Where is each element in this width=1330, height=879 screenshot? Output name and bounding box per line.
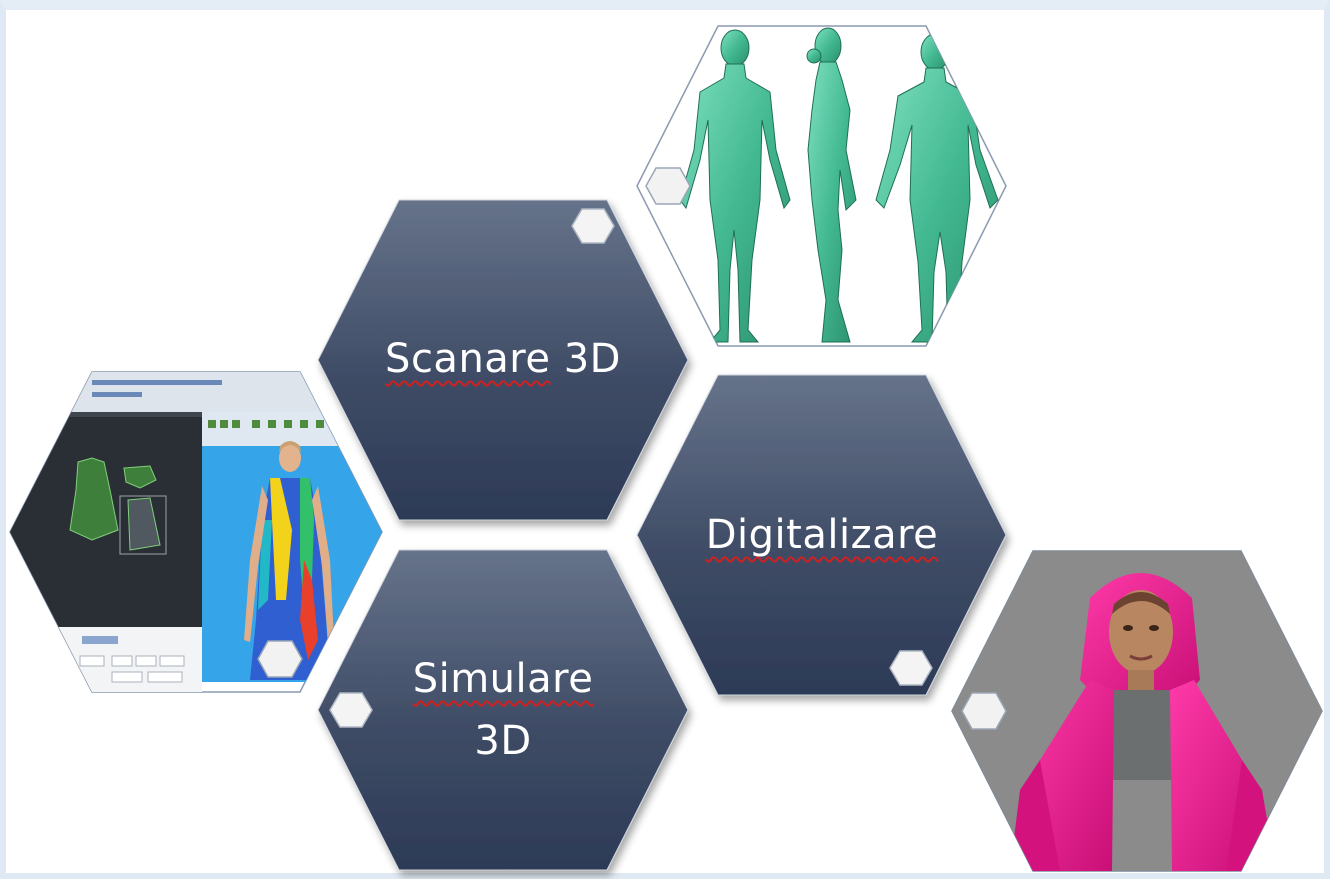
hex-badge: [571, 208, 615, 244]
label-scanare-suffix: 3D: [550, 336, 621, 382]
avatar-image: [951, 550, 1323, 872]
hex-badge: [329, 692, 373, 728]
hex-badge: [645, 167, 691, 205]
label-simulare-word: Simulare: [412, 656, 594, 702]
body-scan-image: [636, 25, 1007, 347]
label-simulare-line2: 3D: [474, 718, 532, 764]
hexagon-scanare-3d: [317, 199, 689, 521]
label-scanare-word: Scanare: [385, 336, 551, 382]
hex-badge: [257, 640, 303, 678]
label-scanare-3d: Scanare 3D: [318, 328, 688, 390]
label-digitalizare: Digitalizare: [637, 504, 1007, 566]
label-simulare-3d: Simulare 3D: [318, 648, 688, 772]
hexagon-simulare-3d: [317, 549, 689, 871]
label-digitalizare-word: Digitalizare: [705, 512, 939, 558]
hex-badge: [961, 692, 1007, 730]
hexagon-digitalizare: [636, 374, 1007, 696]
hex-badge: [889, 650, 933, 686]
cad-software-image: [9, 371, 383, 693]
